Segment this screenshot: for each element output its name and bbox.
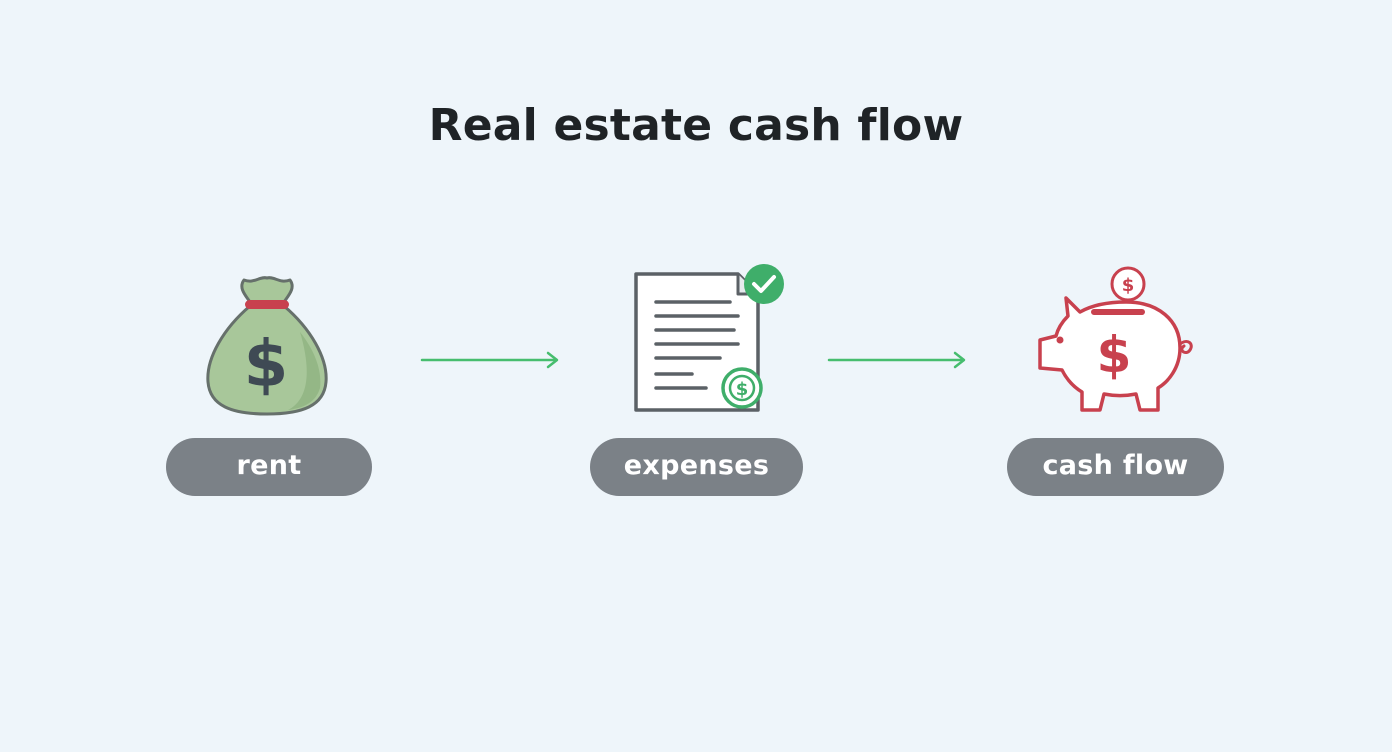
flow-arrow-2 [827,351,966,369]
step-pill-rent: rent [166,438,372,496]
invoice-document-icon: $ [634,264,784,412]
svg-text:$: $ [244,328,289,402]
svg-text:$: $ [1122,275,1135,296]
step-pill-expenses: expenses [590,438,803,496]
piggy-bank-icon: $ $ [1038,266,1193,412]
flow-arrow-1 [420,351,559,369]
step-pill-cash-flow: cash flow [1007,438,1224,496]
money-bag-icon: $ [206,276,328,416]
diagram-title: Real estate cash flow [428,100,964,151]
svg-text:$: $ [1097,326,1132,384]
svg-text:$: $ [736,379,749,400]
